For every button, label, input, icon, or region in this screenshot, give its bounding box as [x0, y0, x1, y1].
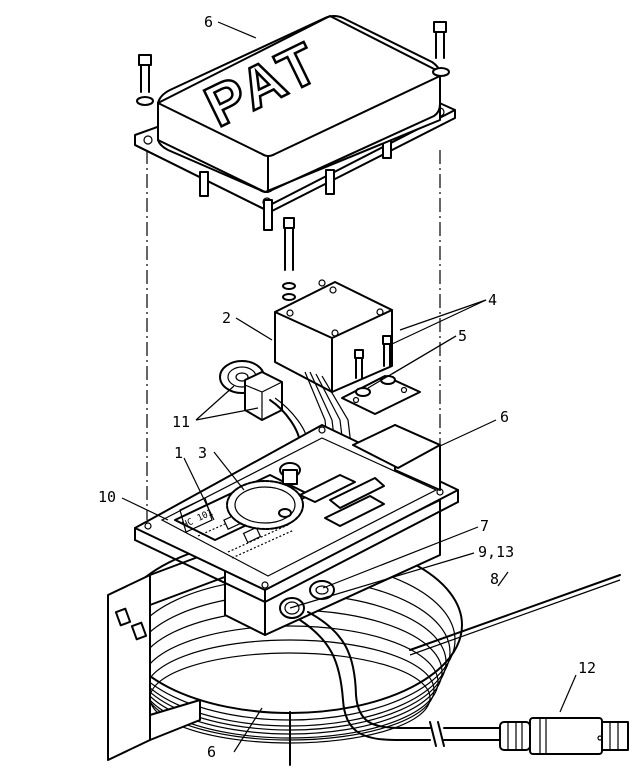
- callout-1: 1: [174, 444, 183, 462]
- external-cable: [409, 574, 621, 656]
- callout-11: 11: [172, 413, 190, 431]
- callout-5: 5: [458, 327, 467, 345]
- slide-rails: [299, 474, 385, 527]
- callout-9-13: 9,13: [478, 543, 514, 561]
- callout-2: 2: [222, 309, 231, 327]
- leader-lines: [121, 21, 577, 753]
- callout-6-top: 6: [204, 13, 213, 31]
- callout-12: 12: [578, 659, 596, 677]
- callout-10: 10: [98, 488, 116, 506]
- callout-8: 8: [490, 570, 499, 588]
- callout-4: 4: [488, 291, 497, 309]
- cover-bolts: [136, 21, 450, 106]
- reel-mount-bracket: [107, 544, 231, 761]
- callout-3: 3: [198, 444, 207, 462]
- callout-6-bottom: 6: [207, 743, 216, 761]
- large-gear: [226, 480, 304, 530]
- long-screw: [282, 217, 296, 301]
- callout-7: 7: [480, 517, 489, 535]
- mounting-bracket: [341, 375, 421, 415]
- small-gear: [279, 462, 301, 485]
- callout-6-right: 6: [500, 408, 509, 426]
- mounting-screws: [354, 335, 392, 379]
- callout-labels: 6 2 4 5 6 11 1 3 10 7 9,13 8 12 6: [98, 13, 596, 761]
- alignment-lines: [146, 150, 441, 520]
- board-pins: [197, 523, 295, 559]
- cable-and-connector: [299, 611, 629, 755]
